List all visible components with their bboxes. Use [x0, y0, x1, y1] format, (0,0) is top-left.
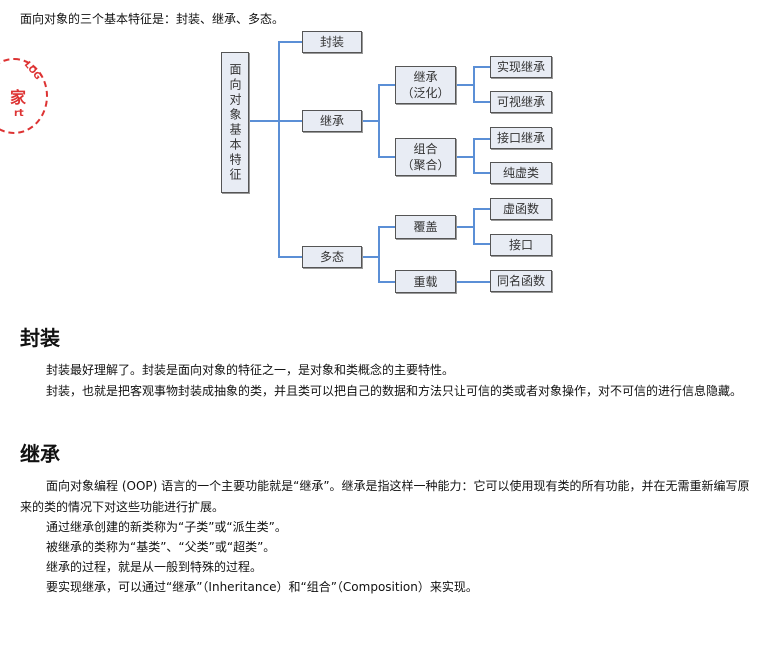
node-leaf: 接口继承: [490, 127, 552, 149]
node-leaf: 虚函数: [490, 198, 552, 220]
node-override: 覆盖: [395, 215, 456, 239]
paragraph: 面向对象编程 (OOP) 语言的一个主要功能就是“继承”。继承是指这样一种能力：…: [20, 479, 750, 514]
oop-features-diagram: 面向对象基本特征 封装 继承 多态 继承 （泛化） 组合 （聚合） 覆盖 重载 …: [0, 0, 762, 310]
node-leaf: 实现继承: [490, 56, 552, 78]
paragraph: 被继承的类称为“基类”、“父类”或“超类”。: [46, 540, 276, 554]
node-leaf: 可视继承: [490, 91, 552, 113]
section-title-encapsulation: 封装: [20, 326, 60, 350]
paragraph: 通过继承创建的新类称为“子类”或“派生类”。: [46, 520, 287, 534]
node-leaf: 同名函数: [490, 270, 552, 292]
node-aggregation: 组合 （聚合）: [395, 138, 456, 176]
paragraph: 封装最好理解了。封装是面向对象的特征之一，是对象和类概念的主要特性。: [46, 363, 455, 377]
node-encapsulation: 封装: [302, 31, 362, 53]
section-title-inheritance: 继承: [20, 442, 60, 466]
paragraph: 要实现继承，可以通过“继承”（Inheritance）和“组合”（Composi…: [46, 580, 478, 594]
node-inheritance: 继承: [302, 110, 362, 132]
node-polymorphism: 多态: [302, 246, 362, 268]
node-overload: 重载: [395, 270, 456, 293]
intro-text: 面向对象的三个基本特征是：封装、继承、多态。: [20, 12, 285, 26]
node-leaf: 接口: [490, 234, 552, 256]
paragraph: 继承的过程，就是从一般到特殊的过程。: [46, 560, 263, 574]
paragraph: 封装，也就是把客观事物封装成抽象的类，并且类可以把自己的数据和方法只让可信的类或…: [46, 384, 743, 398]
node-root: 面向对象基本特征: [221, 52, 249, 193]
node-generalization: 继承 （泛化）: [395, 66, 456, 104]
node-leaf: 纯虚类: [490, 162, 552, 184]
